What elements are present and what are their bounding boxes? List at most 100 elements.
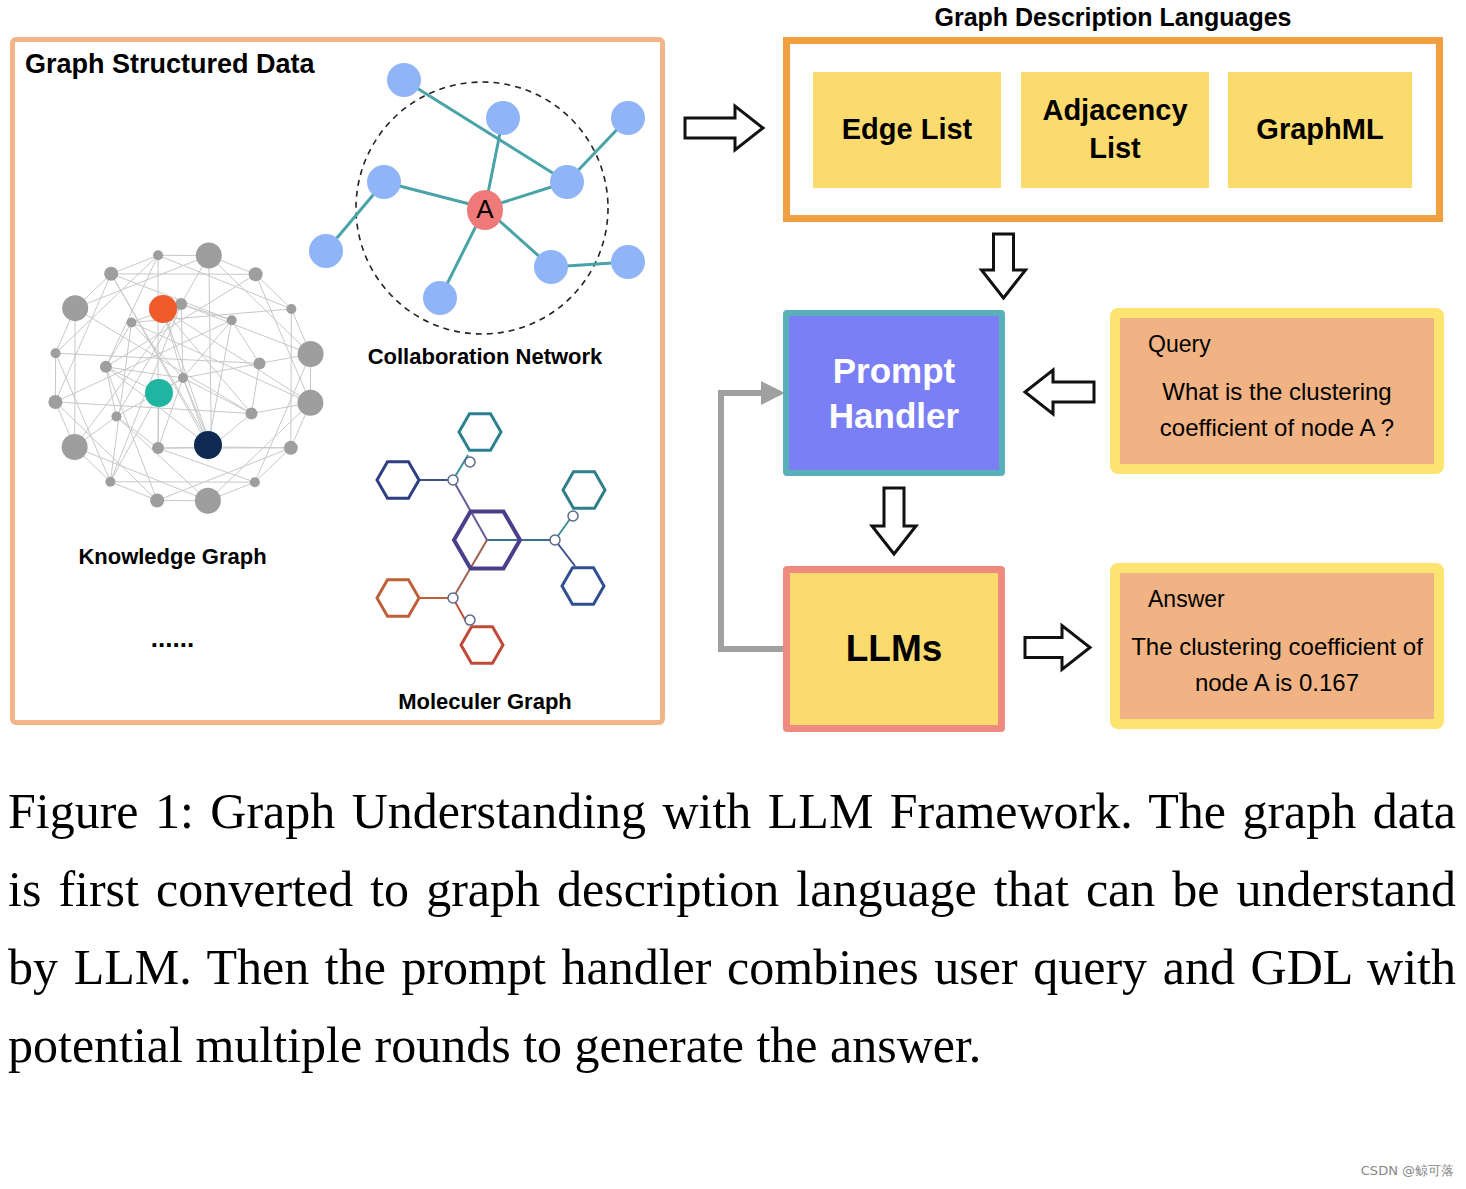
kg-node xyxy=(62,295,88,321)
format-box: Adjacency List xyxy=(1021,72,1209,188)
kg-link xyxy=(75,447,208,501)
ring xyxy=(454,511,520,568)
graph-node xyxy=(611,245,645,279)
data-panel: Graph Structured DataCollaboration Netwo… xyxy=(10,37,665,725)
flow-arrow xyxy=(982,234,1026,298)
graph-node xyxy=(387,63,421,97)
atom xyxy=(550,535,560,545)
box-text: GraphML xyxy=(1228,72,1412,188)
ring xyxy=(377,462,419,498)
box-text: Graph Description Languages xyxy=(783,2,1443,33)
kg-node xyxy=(284,441,298,455)
kg-link xyxy=(209,255,212,446)
kg-node xyxy=(150,494,164,508)
flow-arrow xyxy=(1025,370,1094,414)
kg-node xyxy=(105,477,115,487)
kg-link xyxy=(106,322,132,366)
kg-link xyxy=(163,309,310,403)
kg-link xyxy=(75,308,251,413)
graph-node xyxy=(534,250,568,284)
graph-node xyxy=(550,165,584,199)
kg-link xyxy=(208,403,311,501)
kg-link xyxy=(106,367,208,445)
format-box: Edge List xyxy=(813,72,1001,188)
atom xyxy=(465,615,475,625)
kg-node xyxy=(126,317,136,327)
kg-node xyxy=(62,434,88,460)
box-text: Adjacency List xyxy=(1021,72,1209,188)
ring xyxy=(459,414,501,450)
kg-link xyxy=(55,353,56,402)
llm-box: LLMs xyxy=(783,566,1005,732)
graph-node xyxy=(367,165,401,199)
flow-arrow xyxy=(685,106,763,150)
query-box: QueryWhat is the clustering coefficient … xyxy=(1110,308,1444,474)
box-text: ...... xyxy=(35,622,310,655)
kg-link xyxy=(110,482,157,501)
gdl-panel: Graph Description LanguagesEdge ListAdja… xyxy=(783,37,1443,222)
kg-highlight-node xyxy=(149,295,177,323)
kg-link xyxy=(55,274,111,402)
network-nodes xyxy=(309,63,645,315)
kg-link xyxy=(163,309,251,413)
box-text: Query xyxy=(1148,330,1211,359)
kg-link xyxy=(110,393,159,482)
kg-link xyxy=(208,320,232,445)
kg-link xyxy=(181,304,183,378)
kg-node xyxy=(152,442,164,454)
answer-box: AnswerThe clustering coefficient of node… xyxy=(1110,563,1444,729)
figure-caption: Figure 1: Graph Understanding with LLM F… xyxy=(8,772,1456,1084)
kg-link xyxy=(111,274,211,447)
format-box: GraphML xyxy=(1228,72,1412,188)
kg-link xyxy=(256,274,311,403)
kg-node xyxy=(48,395,62,409)
atom xyxy=(465,457,475,467)
box-text: What is the clustering coefficient of no… xyxy=(1124,374,1430,446)
kg-node xyxy=(196,242,222,268)
atom xyxy=(568,511,578,521)
kg-link xyxy=(157,448,291,501)
kg-link xyxy=(75,255,209,308)
graph-node xyxy=(486,101,520,135)
kg-node xyxy=(245,407,257,419)
kg-node xyxy=(227,315,237,325)
box-text: Edge List xyxy=(813,72,1001,188)
kg-link xyxy=(111,274,208,445)
box-text: Answer xyxy=(1148,585,1225,614)
kg-node xyxy=(178,373,188,383)
box-text: A xyxy=(467,190,503,230)
kg-node xyxy=(153,250,163,260)
box-text: Collaboration Network xyxy=(315,343,655,371)
kg-link xyxy=(74,308,76,447)
handler-box: Prompt Handler xyxy=(783,310,1005,476)
box-text: LLMs xyxy=(790,573,998,725)
kg-link xyxy=(55,402,157,501)
ring xyxy=(377,580,419,616)
ring xyxy=(562,568,604,604)
kg-node xyxy=(111,412,121,422)
center-node: A xyxy=(467,190,503,230)
kg-link xyxy=(256,274,292,309)
kg-link xyxy=(183,320,232,378)
feedback-arrow xyxy=(721,393,783,649)
ring xyxy=(461,627,503,663)
atom xyxy=(448,475,458,485)
kg-link xyxy=(56,255,159,353)
box-text: Moleculer Graph xyxy=(315,688,655,716)
kg-link xyxy=(232,320,260,363)
kg-node xyxy=(195,488,221,514)
kg-link xyxy=(255,448,291,482)
network-links xyxy=(326,80,628,298)
kg-link xyxy=(110,481,254,483)
kg-link xyxy=(251,363,259,413)
molecular-graph-art xyxy=(377,414,605,663)
watermark: CSDN @鲸可落 xyxy=(1361,1162,1454,1180)
atom xyxy=(448,593,458,603)
flow-arrow xyxy=(872,488,916,554)
kg-link xyxy=(111,273,255,275)
box-text: Graph Structured Data xyxy=(25,48,315,82)
graph-node xyxy=(309,234,343,268)
ring xyxy=(563,472,605,508)
box-text: The clustering coefficient of node A is … xyxy=(1124,629,1430,701)
